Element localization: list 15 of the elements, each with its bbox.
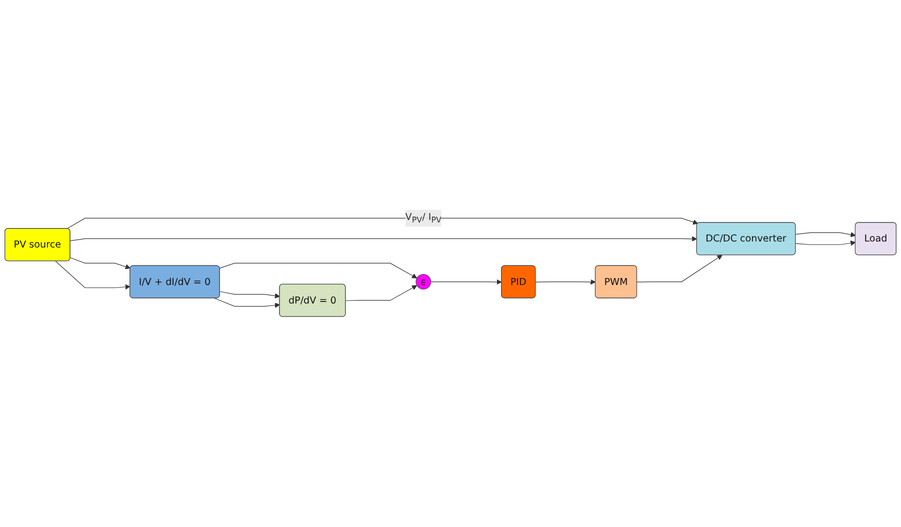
arrow: [535, 280, 596, 285]
arrow: [636, 255, 722, 283]
arrow: [55, 261, 130, 290]
arrow: [70, 236, 698, 242]
arrow: [70, 258, 130, 270]
arrow: [220, 292, 280, 299]
edge-label: V$_{PV}$/ I$_{PV}$: [405, 211, 442, 226]
arrow: [66, 218, 698, 230]
arrow: [795, 240, 856, 246]
node-circle: ϵ: [416, 274, 432, 290]
arrow: [220, 263, 418, 279]
arrow: [214, 298, 280, 308]
arrow: [345, 286, 418, 302]
arrow: [795, 232, 856, 238]
arrow: [430, 280, 502, 285]
